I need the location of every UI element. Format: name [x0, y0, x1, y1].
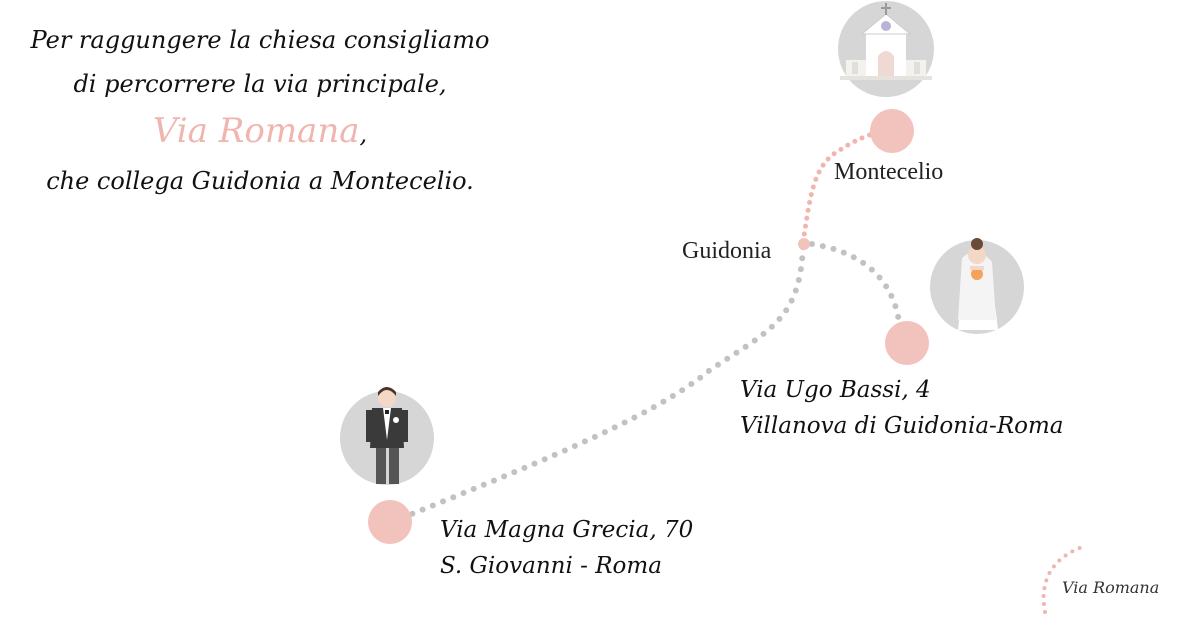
route-groom-to-guidonia: [389, 243, 806, 525]
bride-icon: [930, 238, 1024, 334]
route-guidonia-to-bride: [809, 241, 903, 333]
bride-address-line-2: Villanova di Guidonia-Roma: [740, 413, 1064, 439]
intro-line-2: di percorrere la via principale,: [73, 70, 447, 98]
intro-line-1: Per raggungere la chiesa consigliamo: [30, 26, 490, 54]
groom-icon: [340, 387, 434, 485]
bride-marker: [885, 321, 929, 365]
via-romana-highlight: Via Romana: [152, 111, 360, 151]
church-icon: [838, 1, 934, 97]
groom-address-line-1: Via Magna Grecia, 70: [440, 517, 694, 543]
route-via-romana: [800, 129, 883, 245]
intro-highlight: Via Romana,: [0, 106, 520, 159]
bride-address: Via Ugo Bassi, 4 Villanova di Guidonia-R…: [740, 372, 1064, 444]
guidonia-label: Guidonia: [682, 238, 772, 264]
intro-line-4: che collega Guidonia a Montecelio.: [46, 167, 474, 195]
legend-label: Via Romana: [1062, 578, 1160, 597]
guidonia-marker: [798, 238, 810, 250]
montecelio-marker: [870, 109, 914, 153]
bride-address-line-1: Via Ugo Bassi, 4: [740, 377, 931, 403]
groom-address: Via Magna Grecia, 70 S. Giovanni - Roma: [440, 512, 693, 584]
intro-text: Per raggungere la chiesa consigliamo di …: [0, 18, 520, 203]
montecelio-label: Montecelio: [834, 159, 944, 185]
legend-swatch: [1041, 545, 1084, 614]
highlight-comma: ,: [359, 120, 368, 148]
groom-marker: [368, 500, 412, 544]
groom-address-line-2: S. Giovanni - Roma: [440, 553, 662, 579]
